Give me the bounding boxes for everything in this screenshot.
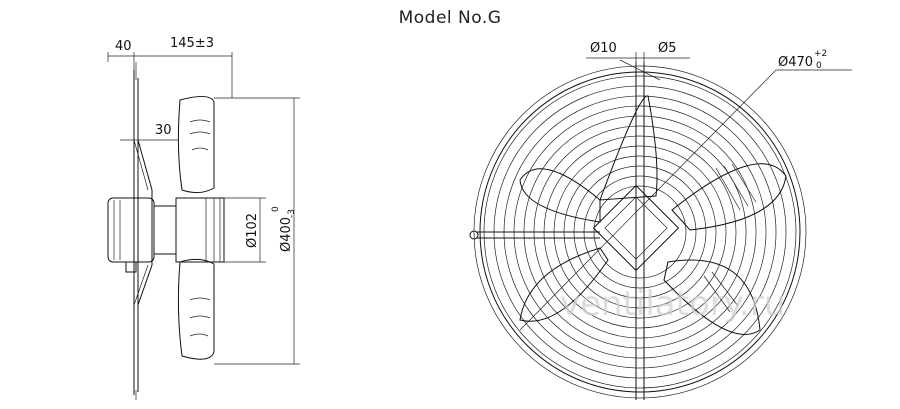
front-view: Ø10 Ø5 Ø470 +2 0: [469, 41, 852, 400]
dim-ring: Ø5: [658, 41, 677, 56]
dim-blade: 30: [155, 123, 172, 138]
guard-ring: [473, 65, 807, 399]
dim-guard-tol-low: 0: [816, 61, 822, 71]
page-title: Model No.G: [398, 8, 502, 28]
dim-depth: 145±3: [170, 36, 214, 51]
dim-outer-diameter-tol-high: 0: [271, 206, 281, 212]
dim-hub-depth: 40: [115, 39, 132, 54]
watermark: ventilatory.ru: [560, 284, 785, 324]
dim-guard-tol-high: +2: [814, 49, 827, 59]
side-view: 40 145±3 30 Ø102: [107, 36, 300, 400]
dim-hole: Ø10: [590, 41, 617, 56]
dim-outer-diameter-tol-low: -3: [287, 209, 297, 218]
dim-guard-diameter: Ø470: [778, 55, 813, 70]
dim-hub-diameter: Ø102: [245, 213, 260, 248]
guard-ring: [583, 175, 697, 289]
dim-outer-diameter: Ø400: [279, 217, 294, 252]
